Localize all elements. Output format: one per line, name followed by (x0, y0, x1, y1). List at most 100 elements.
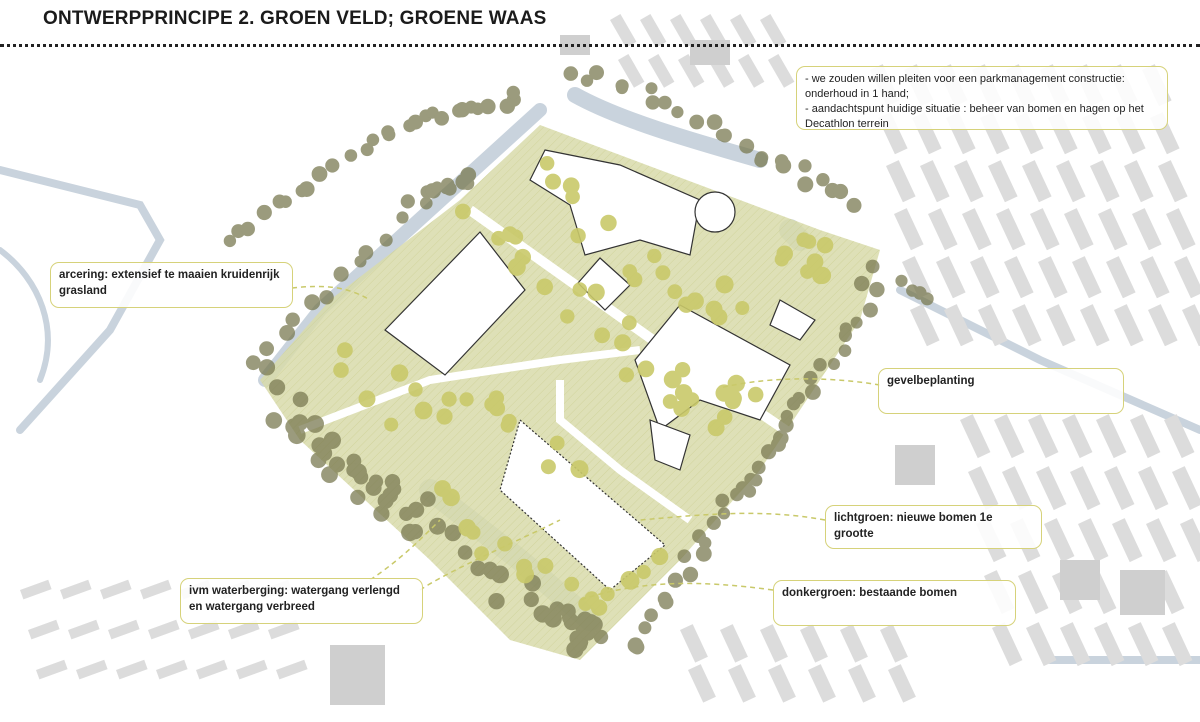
building-block (1112, 518, 1143, 563)
tree (775, 157, 792, 174)
tree (812, 267, 829, 285)
building-block (961, 208, 992, 251)
tree (684, 392, 700, 407)
tree (751, 460, 766, 475)
building-block (1060, 622, 1091, 667)
tree (516, 558, 533, 576)
tree (614, 334, 632, 352)
label-waterberging: ivm waterberging: watergang verlengd en … (180, 578, 423, 624)
building-block (1080, 304, 1110, 347)
tree (321, 466, 338, 483)
tree (573, 616, 590, 633)
tree (715, 493, 730, 508)
building-block (885, 160, 916, 203)
tree (323, 431, 341, 449)
building-block (107, 619, 140, 640)
tree (358, 245, 374, 260)
tree (621, 315, 637, 331)
building-block (893, 208, 924, 251)
building-block (1132, 208, 1162, 251)
building-block (648, 53, 675, 88)
tree (279, 325, 295, 341)
building-block (1124, 160, 1154, 203)
tree (414, 401, 433, 420)
building-block (1164, 414, 1195, 459)
tree (920, 292, 934, 306)
building-block (28, 619, 60, 640)
building-block (1056, 160, 1086, 203)
tree (776, 245, 793, 263)
tree (325, 158, 340, 173)
building-block (1062, 414, 1093, 459)
page-title: ONTWERPPRINCIPE 2. GROEN VELD; GROENE WA… (43, 8, 547, 29)
tree (730, 487, 744, 502)
tree (761, 444, 777, 460)
tree (644, 608, 658, 622)
tree (695, 545, 712, 562)
tree (459, 392, 474, 407)
building-block (1114, 304, 1144, 347)
tree (572, 282, 588, 297)
tree (484, 564, 500, 580)
tree (667, 284, 683, 300)
tree (622, 264, 637, 279)
tree (523, 591, 539, 608)
tree (488, 593, 505, 610)
tree (689, 114, 705, 130)
tree (265, 412, 283, 429)
building-block (1104, 466, 1135, 511)
building-block (67, 619, 100, 640)
label-lichtgroen: lichtgroen: nieuwe bomen 1e grootte (825, 505, 1042, 549)
tree (319, 290, 334, 305)
building-block (978, 304, 1008, 347)
building-block (1098, 208, 1128, 251)
building-block (987, 160, 1018, 203)
building-block (1038, 256, 1068, 299)
tree (560, 603, 576, 619)
building-block (1137, 466, 1169, 511)
tree (735, 301, 750, 315)
tree (377, 492, 394, 509)
tree (506, 85, 520, 100)
tree (673, 400, 690, 417)
building-block (678, 53, 705, 88)
tree (828, 358, 840, 370)
label-arcering: arcering: extensief te maaien kruidenrij… (50, 262, 293, 308)
note-line: Decathlon terrein (805, 117, 889, 130)
tree (539, 156, 555, 171)
building-block (1174, 256, 1200, 299)
building-block (760, 13, 787, 48)
tree (846, 197, 862, 213)
building-block (1094, 622, 1125, 667)
building-block (1146, 518, 1177, 563)
tree (816, 237, 834, 254)
label-gevelbeplanting: gevelbeplanting (878, 368, 1124, 414)
building-block (910, 304, 940, 347)
tree (545, 173, 561, 190)
tree (800, 264, 815, 279)
label-lichtgroen-text: lichtgroen: nieuwe bomen 1e grootte (834, 512, 993, 540)
building-block (155, 659, 188, 680)
building-block (888, 664, 916, 703)
building-block (919, 160, 950, 203)
tree (240, 221, 255, 237)
tree (580, 74, 594, 87)
building-block (1096, 414, 1127, 459)
tree (838, 344, 852, 358)
tree (365, 479, 382, 496)
tree (358, 390, 376, 408)
tree (584, 591, 599, 606)
tree (408, 382, 423, 397)
tree (563, 66, 579, 81)
building-block (610, 13, 637, 48)
tree (508, 258, 526, 276)
tree (390, 364, 409, 382)
building-block (935, 256, 966, 299)
tree (838, 328, 853, 342)
tree (460, 167, 477, 183)
tree (537, 557, 554, 574)
tree (754, 154, 768, 168)
building-block (1022, 160, 1052, 203)
tree (600, 214, 617, 232)
building-block (268, 619, 300, 640)
